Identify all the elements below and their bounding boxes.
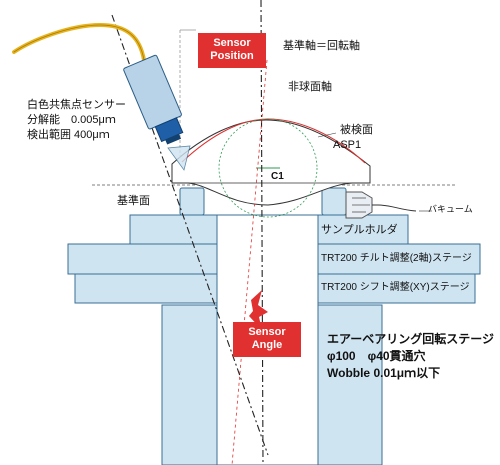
probe-light-cone [167,145,191,171]
sample-name-label: ASP1 [333,139,362,151]
air-bearing-label: エアーベアリング回転ステージ [327,332,495,346]
sensor-angle-callout-line: Sensor [248,326,286,338]
sensor-body [123,54,182,130]
reference-axis-label: 基準軸＝回転軸 [283,40,360,52]
vacuum-label: バキューム [428,204,473,214]
sensor-position-callout: Sensor Position [198,33,266,68]
sensor-name-label: 白色共焦点センサー [27,99,126,111]
measured-profile-curve [181,118,366,164]
aspheric-axis [231,59,268,465]
sensor-range-label: 検出範囲 400μｍ [27,129,110,141]
tilt-stage-label: TRT200 チルト調整(2軸)ステージ [321,253,472,264]
aspheric-axis-label: 非球面軸 [288,81,332,93]
sensor-cable-edge [13,24,145,61]
reference-axis [260,0,264,465]
leader-sample [317,132,337,138]
sensor-angle-callout-line: Angle [251,339,283,351]
sensor-angle-arrow [249,290,268,330]
shift-stage-label: TRT200 シフト調整(XY)ステージ [321,282,470,293]
holder-boss-left [179,187,205,216]
sensor-position-callout-line: Sensor [213,37,251,49]
reference-surface-label: 基準面 [117,195,150,207]
confocal-sensor [123,54,184,145]
sensor-angle-callout: Sensor Angle [233,322,301,357]
wobble-label: Wobble 0.01μｍ以下 [327,366,441,380]
vacuum-tube [372,204,417,212]
sensor-position-callout-line: Position [210,50,254,62]
holder-boss-right [321,187,347,216]
c1-label: C1 [271,171,284,182]
sensor-tip [165,134,182,145]
sensor-resolution-label: 分解能 0.005μｍ [27,114,116,126]
sample-holder-label: サンプルホルダ [321,224,398,236]
best-fit-sphere [218,118,318,218]
sample-surface-label: 被検面 [340,124,373,136]
bore-label: φ100 φ40貫通穴 [327,349,426,363]
